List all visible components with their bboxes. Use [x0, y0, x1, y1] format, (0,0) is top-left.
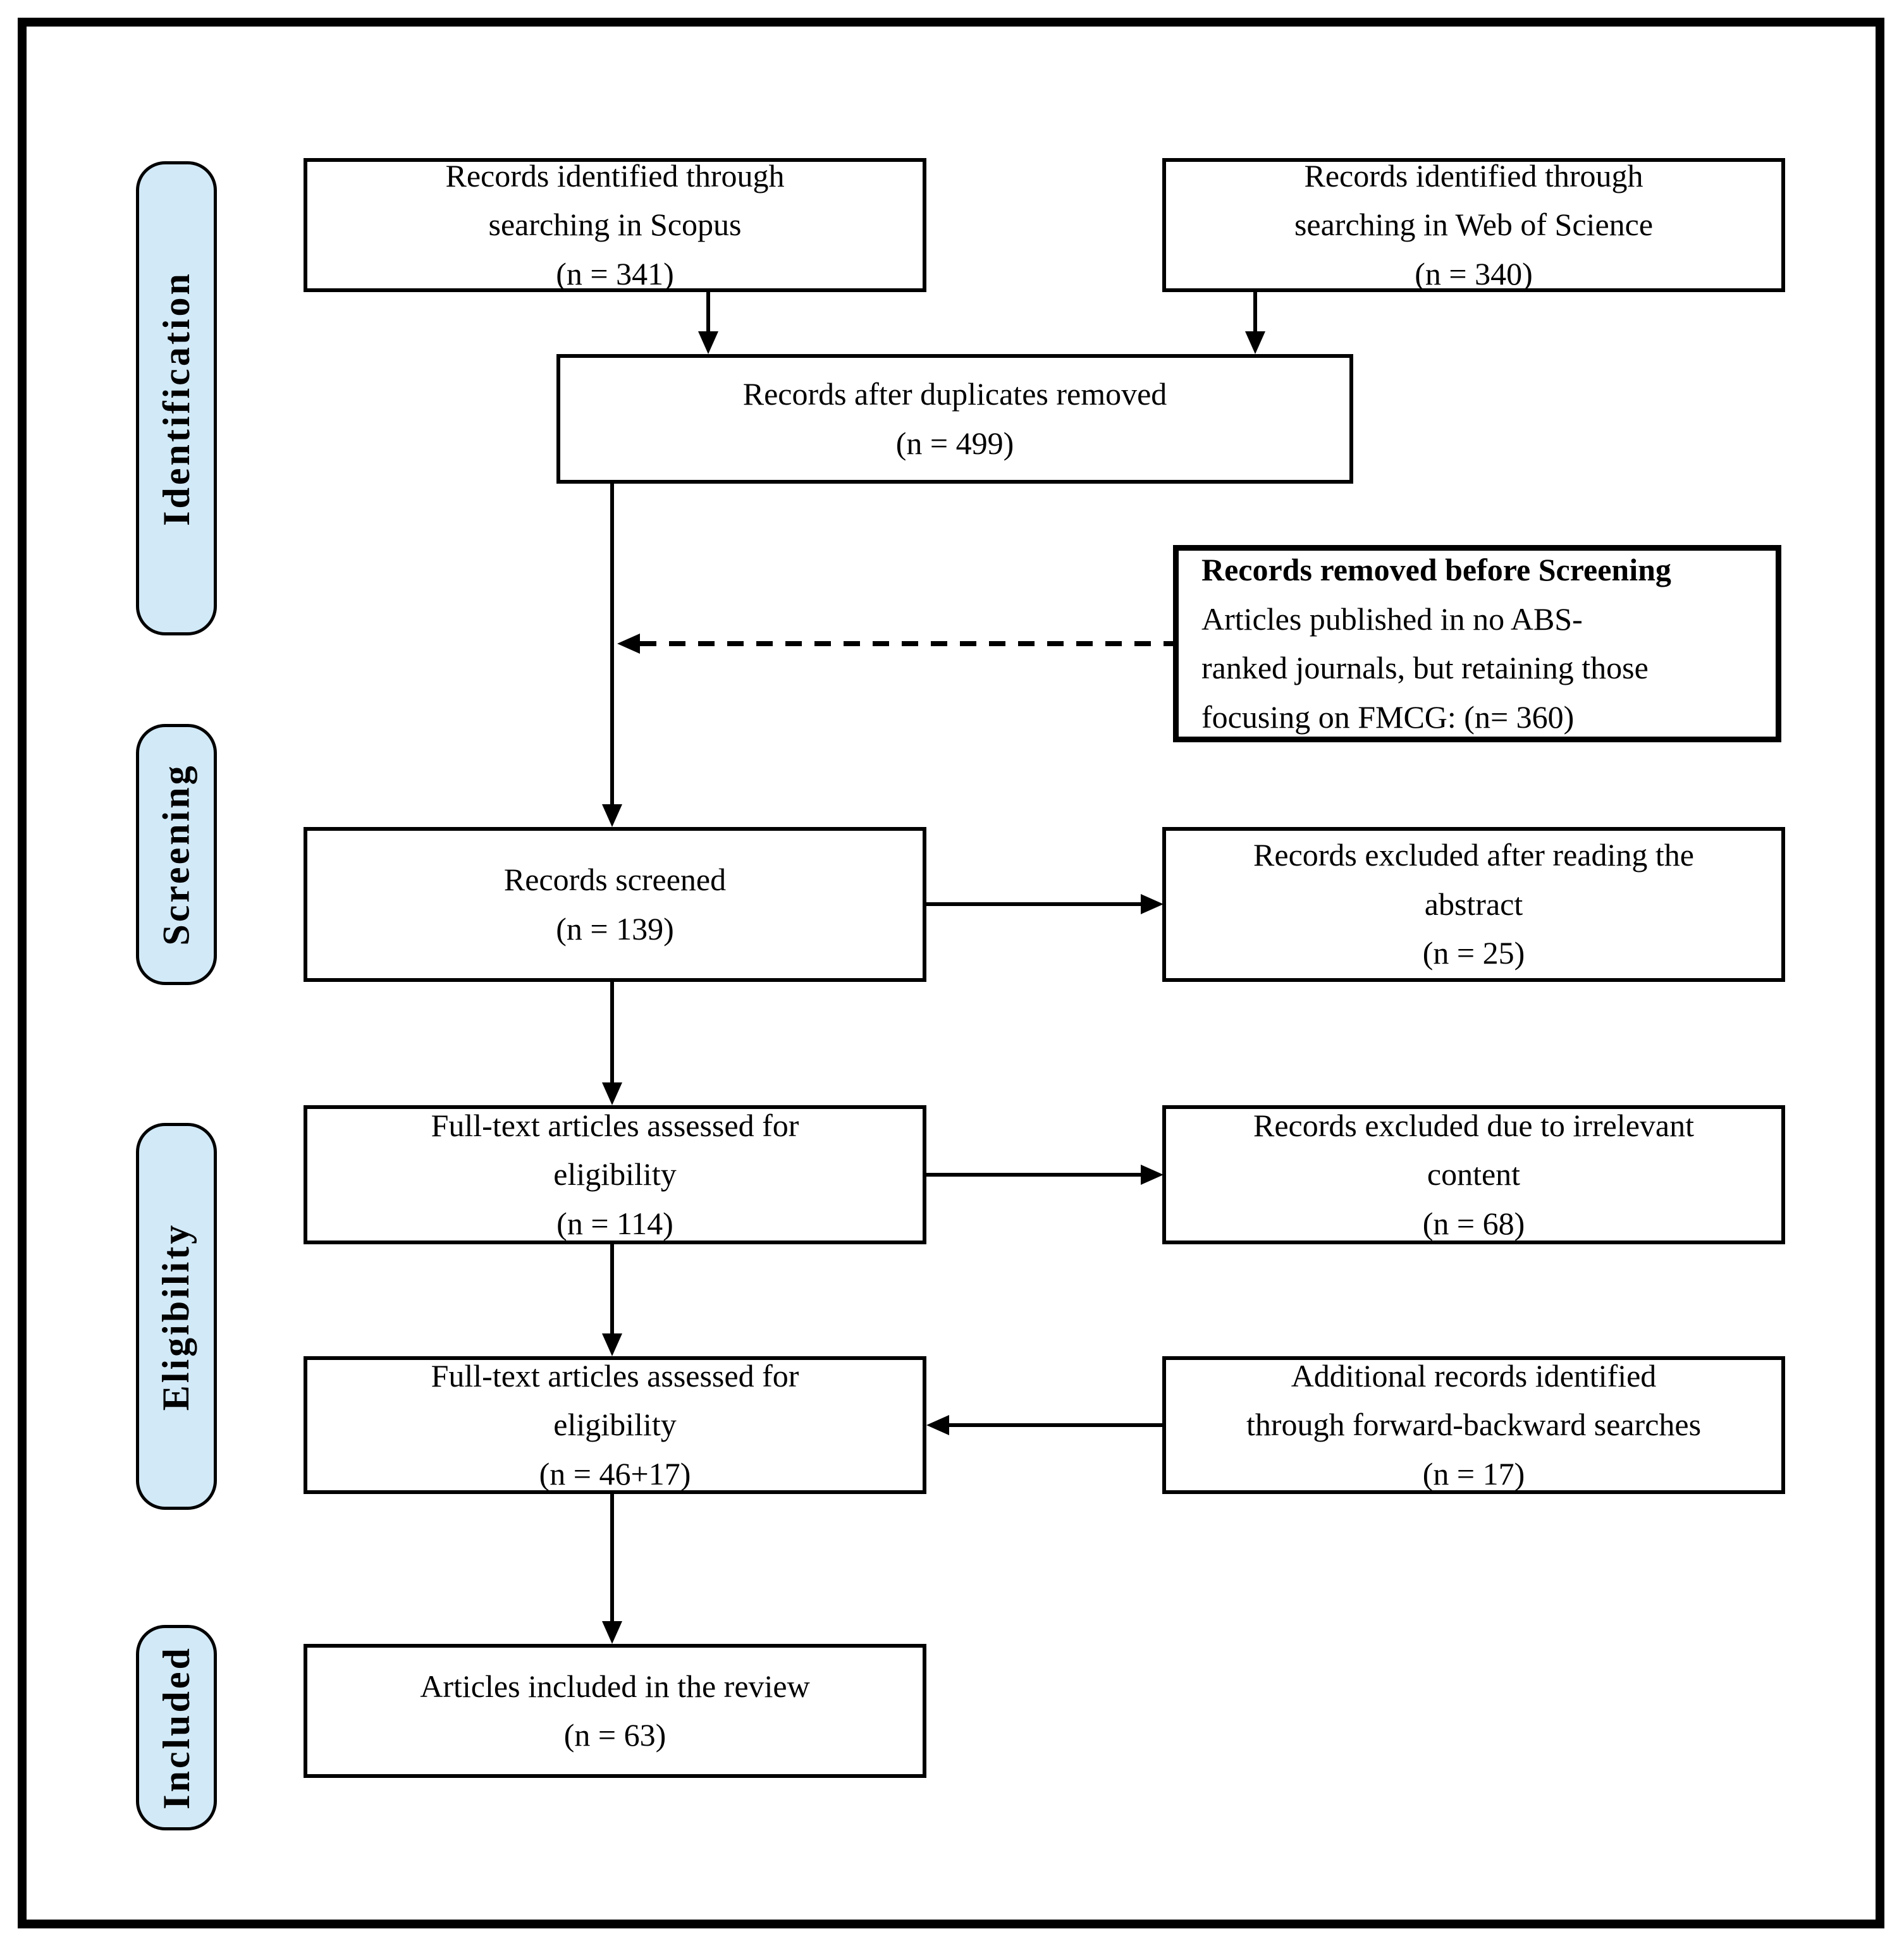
- box-text-line: (n = 114): [556, 1205, 673, 1241]
- box-records-screened: Records screened (n = 139): [304, 827, 926, 982]
- box-text-line: Records after duplicates removed: [742, 376, 1167, 412]
- box-text-line: (n = 341): [556, 255, 674, 291]
- stage-screening-label: Screening: [155, 763, 197, 946]
- arrow-fulltext1-to-irrelevant-line: [926, 1173, 1141, 1177]
- box-text-line: Additional records identified: [1291, 1357, 1657, 1394]
- arrow-fulltext1-to-irrelevant-head: [1141, 1165, 1164, 1185]
- arrow-forward-backward-to-fulltext2-head: [926, 1415, 949, 1435]
- box-excluded-after-abstract: Records excluded after reading the abstr…: [1162, 827, 1785, 982]
- arrow-forward-backward-to-fulltext2-line: [949, 1423, 1162, 1427]
- box-text-line: Records identified through: [445, 157, 785, 193]
- box-articles-included: Articles included in the review (n = 63): [304, 1644, 926, 1778]
- box-fulltext-assessed-1: Full-text articles assessed for eligibil…: [304, 1105, 926, 1244]
- outer-border: [18, 18, 1884, 1928]
- box-text-line: focusing on FMCG: (n= 360): [1201, 699, 1575, 735]
- arrow-fulltext1-to-fulltext2-line: [610, 1244, 614, 1335]
- box-text-line: searching in Web of Science: [1294, 207, 1654, 243]
- stage-screening: Screening: [136, 724, 217, 985]
- arrow-fulltext1-to-fulltext2-head: [602, 1333, 622, 1356]
- stage-eligibility-label: Eligibility: [155, 1222, 197, 1411]
- box-text-line: (n = 17): [1422, 1455, 1525, 1492]
- box-text-line: Full-text articles assessed for: [431, 1357, 799, 1394]
- dashed-arrow-removed-before-screening-line: [640, 641, 1173, 646]
- box-excluded-irrelevant-content: Records excluded due to irrelevant conte…: [1162, 1105, 1785, 1244]
- box-text-line: (n = 63): [563, 1717, 666, 1753]
- box-text-line: abstract: [1424, 886, 1523, 922]
- box-text-line: (n = 68): [1422, 1205, 1525, 1241]
- box-text-line: Records screened: [503, 862, 727, 897]
- box-text-line: Records identified through: [1304, 157, 1643, 193]
- arrow-duplicates-to-screened-head: [602, 804, 622, 827]
- arrow-screened-to-excluded-line: [926, 902, 1141, 906]
- dashed-arrow-removed-before-screening-head: [617, 634, 640, 654]
- arrow-wos-to-duplicates-head: [1245, 331, 1265, 354]
- arrow-wos-to-duplicates-line: [1253, 292, 1257, 333]
- box-records-identified-wos: Records identified through searching in …: [1162, 158, 1785, 292]
- arrow-fulltext2-to-included-line: [610, 1494, 614, 1621]
- box-text-line: Records excluded due to irrelevant: [1253, 1107, 1694, 1143]
- arrow-screened-to-excluded-head: [1141, 894, 1164, 914]
- box-text-line: Articles included in the review: [420, 1668, 810, 1704]
- box-text-line: ranked journals, but retaining those: [1201, 650, 1649, 685]
- box-text-line: (n = 139): [556, 910, 674, 946]
- box-text-line: eligibility: [553, 1156, 677, 1192]
- stage-included-label: Included: [155, 1646, 197, 1810]
- box-fulltext-assessed-2: Full-text articles assessed for eligibil…: [304, 1356, 926, 1494]
- arrow-scopus-to-duplicates-line: [706, 292, 710, 333]
- box-text-line: Records excluded after reading the: [1253, 837, 1694, 873]
- stage-identification-label: Identification: [155, 271, 197, 526]
- box-text-line: through forward-backward searches: [1246, 1407, 1702, 1443]
- stage-eligibility: Eligibility: [136, 1123, 217, 1510]
- box-text-line: (n = 499): [895, 425, 1014, 461]
- arrow-duplicates-to-screened-line: [610, 484, 614, 807]
- box-text-line: (n = 340): [1415, 255, 1533, 291]
- box-duplicates-removed: Records after duplicates removed (n = 49…: [556, 354, 1353, 484]
- arrow-scopus-to-duplicates-head: [698, 331, 718, 354]
- box-text-line: Full-text articles assessed for: [431, 1107, 799, 1143]
- arrow-screened-to-fulltext1-head: [602, 1082, 622, 1105]
- box-removed-before-screening: Records removed before Screening Article…: [1173, 545, 1781, 742]
- box-text-line: Articles published in no ABS-: [1201, 601, 1583, 637]
- stage-included: Included: [136, 1625, 217, 1830]
- box-text-line: (n = 46+17): [539, 1455, 691, 1492]
- arrow-screened-to-fulltext1-line: [610, 982, 614, 1084]
- box-text-line: content: [1427, 1156, 1521, 1192]
- box-additional-forward-backward: Additional records identified through fo…: [1162, 1356, 1785, 1494]
- box-text-line: eligibility: [553, 1407, 677, 1443]
- box-text-line: Records removed before Screening: [1201, 552, 1671, 587]
- box-text-line: (n = 25): [1422, 935, 1525, 971]
- box-records-identified-scopus: Records identified through searching in …: [304, 158, 926, 292]
- stage-identification: Identification: [136, 161, 217, 635]
- arrow-fulltext2-to-included-head: [602, 1621, 622, 1644]
- box-text-line: searching in Scopus: [488, 207, 742, 243]
